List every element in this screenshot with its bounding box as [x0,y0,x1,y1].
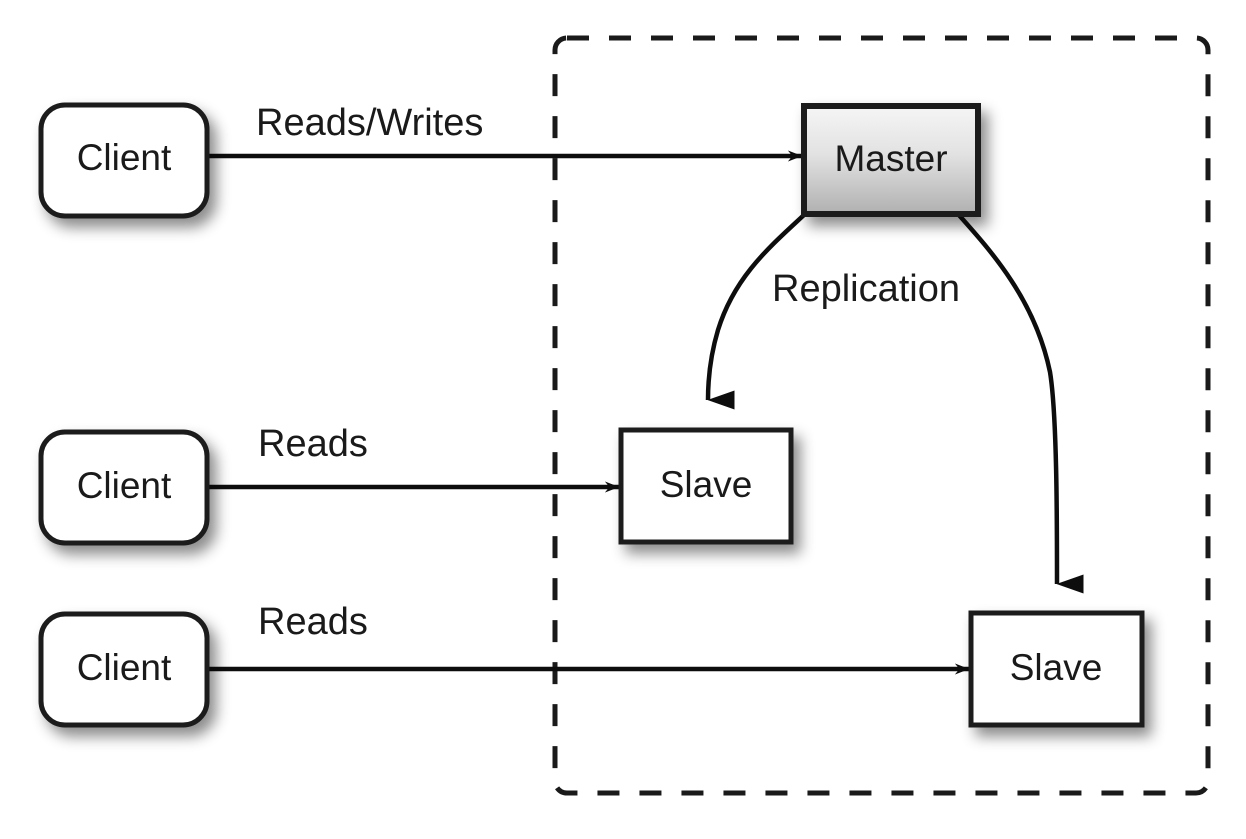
edge-label-reads-1: Reads [258,423,368,465]
node-client-2[interactable]: Client [38,429,210,546]
edge-master-slave1-replication [705,212,807,410]
edge-label-reads-2: Reads [258,601,368,643]
slave-2-box[interactable] [968,610,1145,728]
slave-1-label: Slave [660,464,753,505]
node-client-3[interactable]: Client [38,611,210,728]
cluster-boundary-rect [552,35,1211,796]
client-3-label: Client [77,647,172,688]
edge-label-replication: Replication [772,268,960,310]
master-label: Master [834,138,947,179]
client-1-label: Client [77,137,172,178]
cluster-boundary [552,35,1211,796]
master-box[interactable] [801,103,981,217]
client-3-box[interactable] [38,611,210,728]
edge-curve-replication-left [705,212,807,410]
client-2-label: Client [77,465,172,506]
node-master[interactable]: Master [801,103,981,217]
client-2-box[interactable] [38,429,210,546]
node-client-1[interactable]: Client [38,102,210,219]
slave-2-label: Slave [1010,647,1103,688]
edge-master-slave2-replication [956,212,1084,594]
slave-1-box[interactable] [618,427,794,545]
client-1-box[interactable] [38,102,210,219]
node-slave-2[interactable]: Slave [968,610,1145,728]
edge-label-reads-writes: Reads/Writes [256,102,483,144]
edge-curve-replication-right [956,212,1084,594]
node-slave-1[interactable]: Slave [618,427,794,545]
